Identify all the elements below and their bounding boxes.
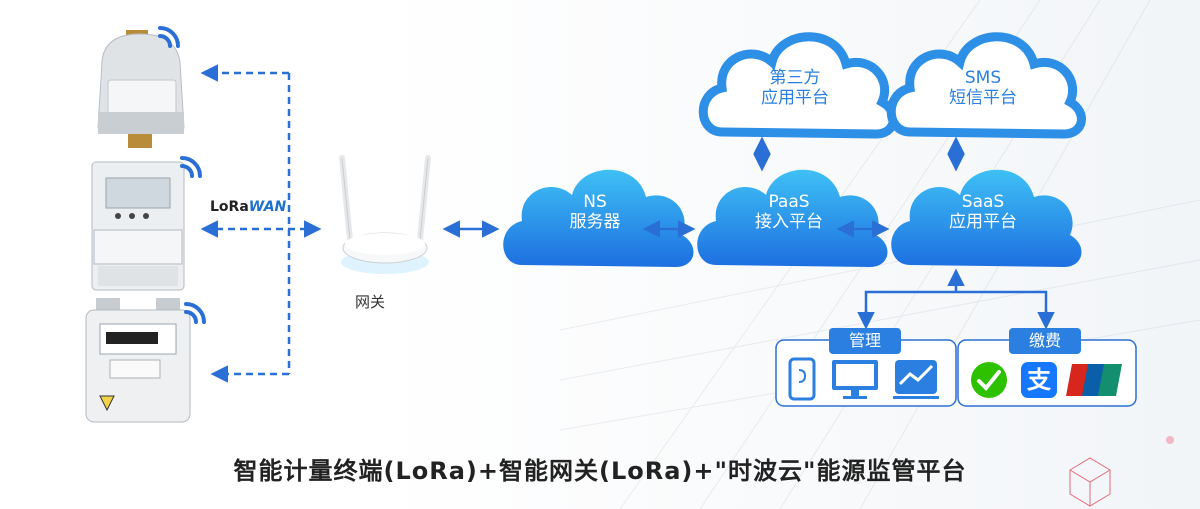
wechat-icon <box>971 362 1007 398</box>
third-party-cloud-label: 第三方 应用平台 <box>735 68 855 109</box>
payment-tag: 缴费 <box>1009 328 1081 354</box>
chart-icon <box>893 360 939 399</box>
ns-title: NS <box>583 192 607 212</box>
corner-cube-decoration <box>1069 436 1174 507</box>
lora-text: LoRa <box>210 199 249 215</box>
lorawan-logo: LoRaWAN <box>210 199 286 215</box>
gas-meter <box>85 298 191 423</box>
wifi-signal-icon <box>158 26 180 48</box>
third-party-title: 第三方 <box>769 68 821 88</box>
lora-dashed-links <box>200 64 322 383</box>
wifi-signal-icon <box>180 156 202 178</box>
sms-title: SMS <box>964 68 1002 88</box>
svg-text:支: 支 <box>1027 366 1052 394</box>
phone-app-icon <box>788 357 816 401</box>
ns-cloud-label: NS 服务器 <box>535 192 655 233</box>
paas-title: PaaS <box>768 192 810 212</box>
gateway-label: 网关 <box>354 293 385 311</box>
sms-cloud-label: SMS 短信平台 <box>923 68 1043 109</box>
sms-subtitle: 短信平台 <box>949 88 1017 109</box>
gateway-device <box>339 155 431 274</box>
third-party-subtitle: 应用平台 <box>761 88 829 109</box>
ns-subtitle: 服务器 <box>569 212 621 233</box>
platform-links <box>642 136 1055 330</box>
saas-cloud-label: SaaS 应用平台 <box>923 192 1043 233</box>
paas-cloud-label: PaaS 接入平台 <box>729 192 849 233</box>
management-tag: 管理 <box>829 328 901 354</box>
page-caption: 智能计量终端(LoRa)+智能网关(LoRa)+"时波云"能源监管平台 <box>233 457 967 485</box>
water-meter <box>97 30 185 148</box>
electricity-meter <box>91 161 185 291</box>
paas-subtitle: 接入平台 <box>755 212 823 233</box>
saas-subtitle: 应用平台 <box>949 212 1017 233</box>
alipay-icon: 支 <box>1021 362 1057 398</box>
monitor-icon <box>832 360 878 399</box>
saas-title: SaaS <box>961 192 1005 212</box>
wan-text: WAN <box>248 199 287 215</box>
wifi-signal-icon <box>184 302 206 324</box>
unionpay-icon <box>1066 364 1122 396</box>
